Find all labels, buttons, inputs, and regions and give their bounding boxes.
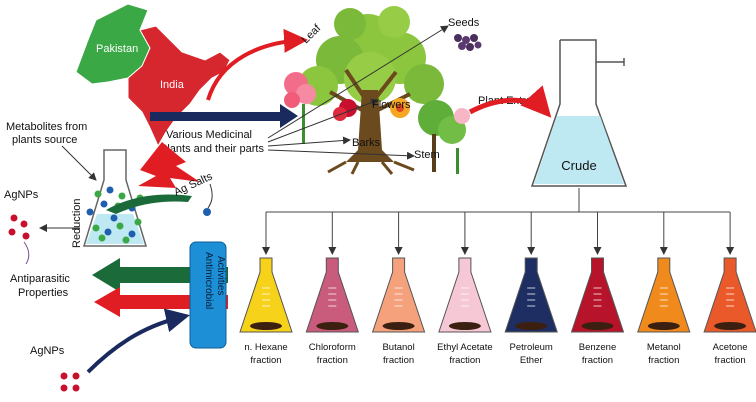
fraction-sediment — [316, 322, 349, 330]
salts-drop-pointer — [207, 183, 213, 209]
agnps-bottom-dots — [60, 372, 80, 392]
plant-part-pointers — [267, 25, 449, 160]
fraction-sediment — [581, 322, 614, 330]
seeds-label: Seeds — [448, 17, 480, 29]
fraction-label-line2: fraction — [383, 355, 414, 366]
fraction-flask-body — [438, 257, 492, 333]
fraction-flask-body — [371, 257, 426, 333]
arrow-to-leaf — [206, 28, 308, 101]
fraction-label-line1: Acetone — [713, 342, 748, 353]
fraction-flask-body — [305, 257, 359, 333]
antiparasitic-label-line2: Properties — [18, 287, 69, 299]
fraction-flask: n. Hexane fraction — [239, 257, 293, 366]
fraction-flask-body — [504, 257, 558, 333]
pakistan-label: Pakistan — [96, 43, 138, 55]
flowers-label: Flowers — [372, 99, 411, 111]
map-to-plants-arrow — [150, 104, 298, 128]
fraction-label-line1: Ethyl Acetate — [437, 342, 492, 353]
fraction-label-line1: Metanol — [647, 342, 681, 353]
fraction-flask: Acetone fraction — [703, 257, 756, 366]
fraction-label-line1: Chloroform — [309, 342, 356, 353]
fraction-label-line2: Ether — [520, 355, 543, 366]
fraction-flask: Metanol fraction — [637, 257, 691, 366]
shrub-illustration — [418, 100, 470, 174]
fraction-sediment — [515, 322, 548, 330]
fraction-label-line2: fraction — [250, 355, 281, 366]
antimicrobial-box: Antimicrobial Activities — [189, 241, 227, 349]
antiparasitic-label-line1: Antiparasitic — [10, 273, 70, 285]
antimicrobial-label-line1: Antimicrobial — [203, 252, 214, 309]
fraction-sediment — [714, 322, 747, 330]
fraction-label-line2: fraction — [317, 355, 348, 366]
agnps-to-antimicrobial-arrow — [86, 308, 190, 374]
red-flower-illustration — [333, 99, 357, 121]
metabolites-pointer — [61, 145, 97, 181]
fraction-flasks: n. HexanefractionChloroformfractionButan… — [239, 257, 756, 366]
fraction-label-line1: Benzene — [579, 342, 617, 353]
stem-label: Stem — [414, 149, 440, 161]
yellow-flower-illustration — [390, 98, 410, 118]
fraction-label-line2: fraction — [648, 355, 679, 366]
extract-arrow — [468, 85, 552, 118]
ag-salt-drop — [203, 208, 211, 216]
crude-flask: Crude — [530, 39, 628, 187]
barks-label: Barks — [352, 137, 381, 149]
india-label: India — [160, 79, 185, 91]
metabolites-label-line1: Metabolites from — [6, 121, 87, 133]
fraction-flask: Benzene fraction — [570, 257, 625, 366]
fraction-flask-body — [703, 257, 756, 333]
medicinal-tree-illustration — [298, 6, 444, 175]
lightning-bolt — [138, 142, 200, 188]
metabolites-label-line2: plants source — [12, 134, 77, 146]
fraction-label-line1: Butanol — [382, 342, 414, 353]
fraction-flask: Chloroform fraction — [305, 257, 359, 366]
agnps-top-label: AgNPs — [4, 189, 39, 201]
fraction-drop-arrows — [262, 212, 735, 255]
agnps-to-antiparasitic-pointer — [23, 241, 30, 265]
antimicrobial-label-line2: Activities — [215, 256, 226, 295]
fraction-label-line1: n. Hexane — [244, 342, 287, 353]
plants-label-line2: Plants and their parts — [160, 143, 264, 155]
plants-label-line1: Various Medicinal — [166, 129, 252, 141]
fraction-sediment — [448, 322, 481, 330]
crude-label: Crude — [561, 158, 596, 173]
fraction-flask-body — [239, 257, 293, 333]
fraction-label-line2: fraction — [582, 355, 613, 366]
agnps-bottom-label: AgNPs — [30, 345, 65, 357]
south-asia-map: Pakistan India — [75, 3, 231, 148]
fraction-sediment — [250, 322, 282, 330]
fraction-label-line2: fraction — [715, 355, 746, 366]
fraction-flask-body — [637, 257, 691, 333]
fraction-flask: Ethyl Acetate fraction — [437, 257, 493, 366]
pink-flower-illustration — [284, 72, 316, 144]
fraction-sediment — [647, 322, 680, 330]
fraction-branching-lines — [266, 188, 730, 213]
crude-liquid — [534, 116, 624, 184]
green-swoosh — [106, 194, 192, 214]
fraction-flask: Butanol fraction — [371, 257, 426, 366]
leaf-label: Leaf — [300, 22, 324, 46]
fraction-label-line2: fraction — [449, 355, 480, 366]
seeds-illustration — [454, 34, 482, 51]
reduction-label: Reduction — [71, 198, 83, 248]
fraction-sediment — [382, 322, 415, 330]
fraction-label-line1: Petroleum — [510, 342, 553, 353]
agnps-top-dots — [8, 214, 30, 240]
fraction-flask-body — [570, 257, 625, 333]
